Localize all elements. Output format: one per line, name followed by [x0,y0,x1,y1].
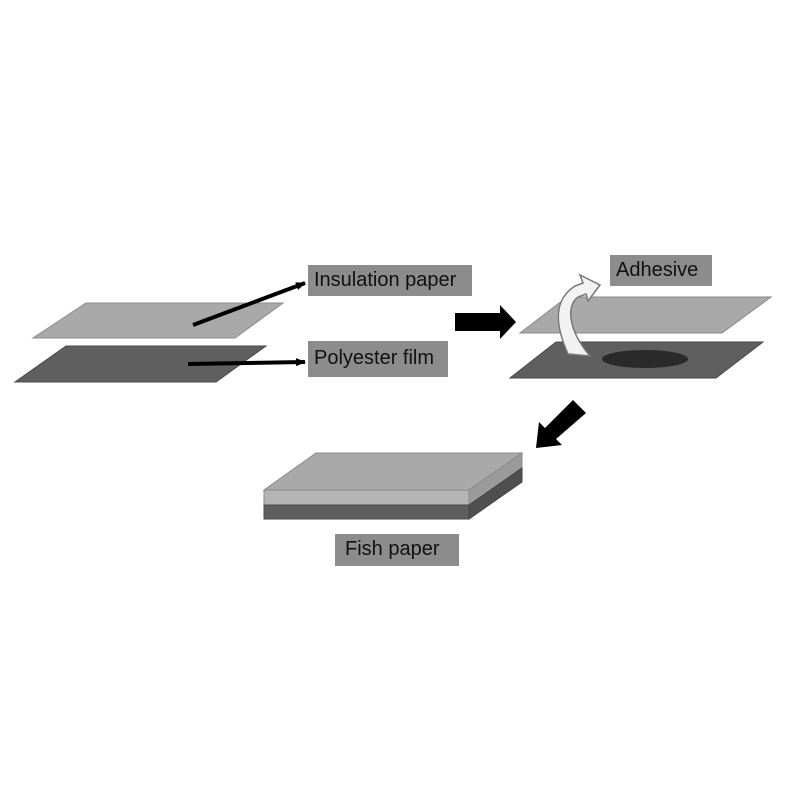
polyester-film-pointer [187,358,306,367]
adhesive-spot [602,350,688,368]
fish-paper-label: Fish paper [335,534,459,566]
process-arrow-down-left [536,400,586,448]
insulation-paper-sheet [31,302,285,339]
polyester-film-sheet [13,345,268,383]
process-arrow-right [455,305,516,339]
fish-paper-paper-edge [263,489,470,506]
fish-paper-film-edge [263,504,470,520]
fish-paper-side-film [468,467,523,520]
polyester-film-label: Polyester film [308,341,448,377]
adhesive-paper-sheet [518,296,773,334]
adhesive-curved-arrow [557,273,602,357]
insulation-paper-label: Insulation paper [308,265,472,296]
insulation-paper-pointer [192,281,306,327]
adhesive-label: Adhesive [610,255,712,286]
